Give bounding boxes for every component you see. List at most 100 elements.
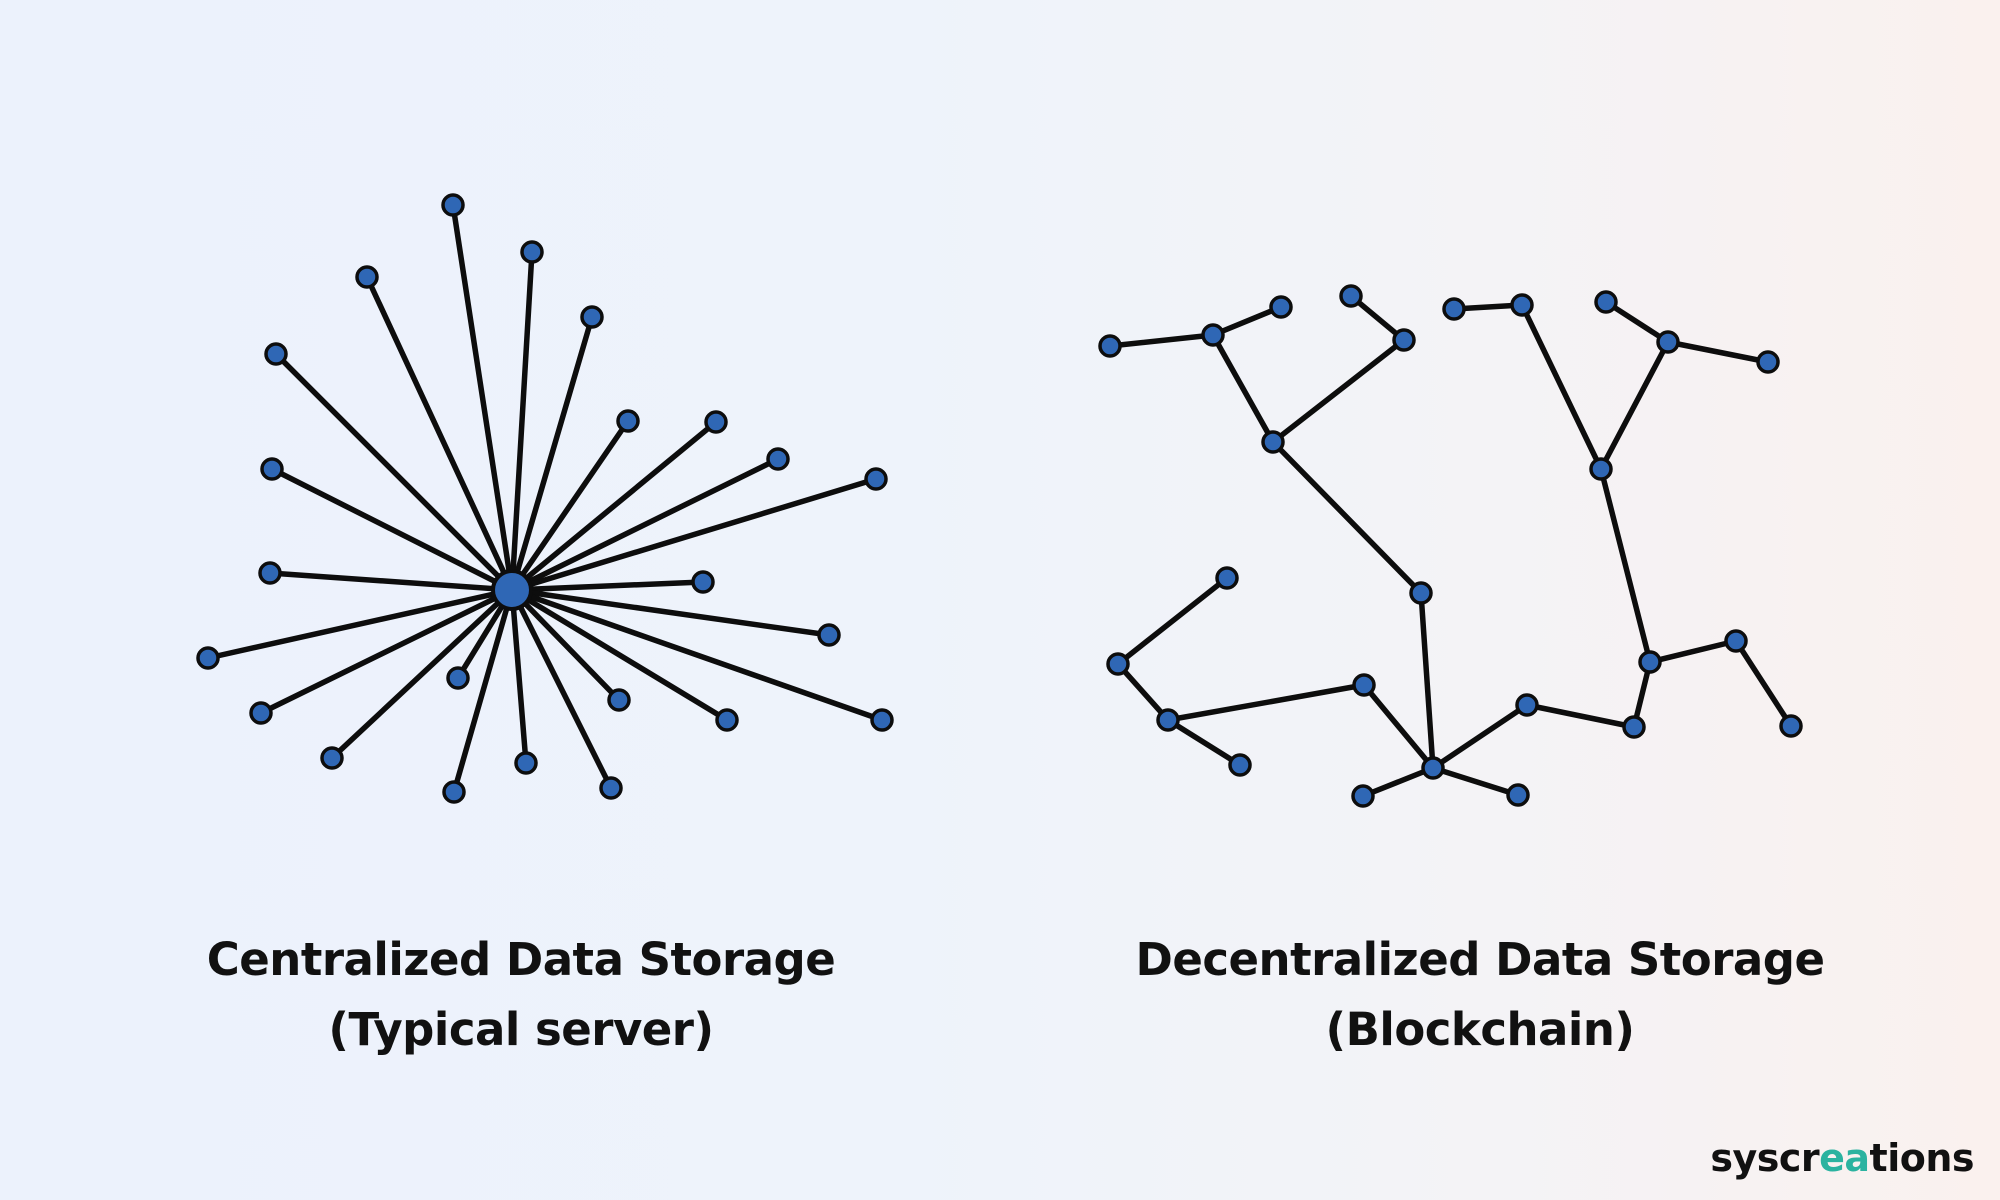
peer-node: [1156, 708, 1180, 732]
client-node: [264, 342, 288, 366]
centralized-caption: Centralized Data Storage (Typical server…: [71, 925, 971, 1065]
peer-connection: [1210, 304, 1284, 338]
client-node: [196, 646, 220, 670]
client-node: [715, 708, 739, 732]
peer-connection: [1603, 299, 1671, 345]
peer-node: [1351, 784, 1375, 808]
decentralized-caption-subtitle: (Blockchain): [1325, 1003, 1635, 1056]
peer-connection: [1598, 339, 1671, 472]
client-node: [520, 240, 544, 264]
peer-node: [1228, 753, 1252, 777]
spoke-connection: [258, 587, 515, 716]
spoke-connection: [364, 274, 515, 593]
centralized-network-graph: [196, 193, 894, 804]
peer-connection: [1107, 332, 1216, 349]
spoke-connection: [509, 587, 614, 791]
peer-connection: [1430, 702, 1530, 771]
peer-node: [1510, 293, 1534, 317]
client-node: [260, 457, 284, 481]
peer-node: [1638, 650, 1662, 674]
peer-node: [1098, 334, 1122, 358]
client-node: [249, 701, 273, 725]
peer-node: [1261, 430, 1285, 454]
peer-node: [1421, 756, 1445, 780]
spoke-connection: [509, 456, 781, 593]
decentralized-caption: Decentralized Data Storage (Blockchain): [1030, 925, 1930, 1065]
client-node: [442, 780, 466, 804]
peer-connection: [1524, 702, 1637, 730]
spoke-connection: [509, 249, 535, 593]
central-server-node: [491, 569, 533, 611]
client-node: [599, 776, 623, 800]
syscreations-logo: syscreations: [1710, 1136, 1974, 1180]
spoke-connection: [329, 587, 515, 761]
peer-node: [1779, 714, 1803, 738]
peer-connection: [1430, 765, 1521, 798]
client-node: [446, 666, 470, 690]
spoke-connection: [269, 466, 515, 593]
spoke-connection: [509, 587, 730, 723]
client-node: [766, 447, 790, 471]
peer-connection: [1165, 717, 1243, 768]
client-node: [258, 561, 282, 585]
peer-connection: [1360, 765, 1436, 799]
spoke-connection: [509, 418, 631, 593]
peer-node: [1392, 328, 1416, 352]
peer-node: [1106, 652, 1130, 676]
peer-node: [1594, 290, 1618, 314]
peer-connection: [1165, 682, 1367, 723]
peer-node: [1442, 297, 1466, 321]
peer-node: [1589, 457, 1613, 481]
peer-node: [1409, 581, 1433, 605]
spoke-connection: [509, 579, 706, 593]
peer-connection: [1665, 339, 1771, 365]
spoke-connection: [267, 570, 515, 593]
peer-connection: [1733, 638, 1794, 729]
spoke-connection: [509, 587, 529, 766]
client-node: [691, 570, 715, 594]
peer-connection: [1361, 682, 1436, 771]
peer-connection: [1270, 337, 1407, 445]
peer-node: [1506, 783, 1530, 807]
peer-node: [1724, 629, 1748, 653]
client-node: [864, 467, 888, 491]
spoke-connection: [509, 587, 885, 723]
peer-connection: [1115, 575, 1230, 667]
peer-node: [1515, 693, 1539, 717]
client-node: [514, 751, 538, 775]
spoke-connection: [509, 587, 622, 703]
peer-connection: [1418, 590, 1436, 771]
centralized-caption-title: Centralized Data Storage: [206, 933, 836, 986]
client-node: [616, 409, 640, 433]
spoke-connection: [509, 476, 879, 593]
client-node: [441, 193, 465, 217]
client-node: [817, 623, 841, 647]
logo-accent: ea: [1819, 1136, 1870, 1180]
peer-node: [1201, 323, 1225, 347]
client-node: [704, 410, 728, 434]
client-node: [320, 746, 344, 770]
spoke-connection: [451, 587, 515, 795]
decentralized-network-graph: [1098, 284, 1803, 808]
client-node: [580, 305, 604, 329]
peer-node: [1352, 673, 1376, 697]
peer-node: [1656, 330, 1680, 354]
peer-node: [1215, 566, 1239, 590]
spoke-connection: [509, 587, 832, 638]
peer-connection: [1115, 661, 1171, 723]
spoke-connection: [509, 314, 595, 593]
spoke-connection: [273, 351, 515, 593]
spoke-connection: [450, 202, 515, 593]
client-node: [607, 688, 631, 712]
peer-node: [1756, 350, 1780, 374]
peer-node: [1339, 284, 1363, 308]
spoke-connection: [205, 587, 515, 661]
decentralized-caption-title: Decentralized Data Storage: [1135, 933, 1825, 986]
peer-connection: [1598, 466, 1653, 665]
peer-connection: [1519, 302, 1604, 472]
peer-node: [1269, 295, 1293, 319]
client-node: [355, 265, 379, 289]
peer-connection: [1210, 332, 1276, 445]
peer-connection: [1270, 439, 1424, 596]
